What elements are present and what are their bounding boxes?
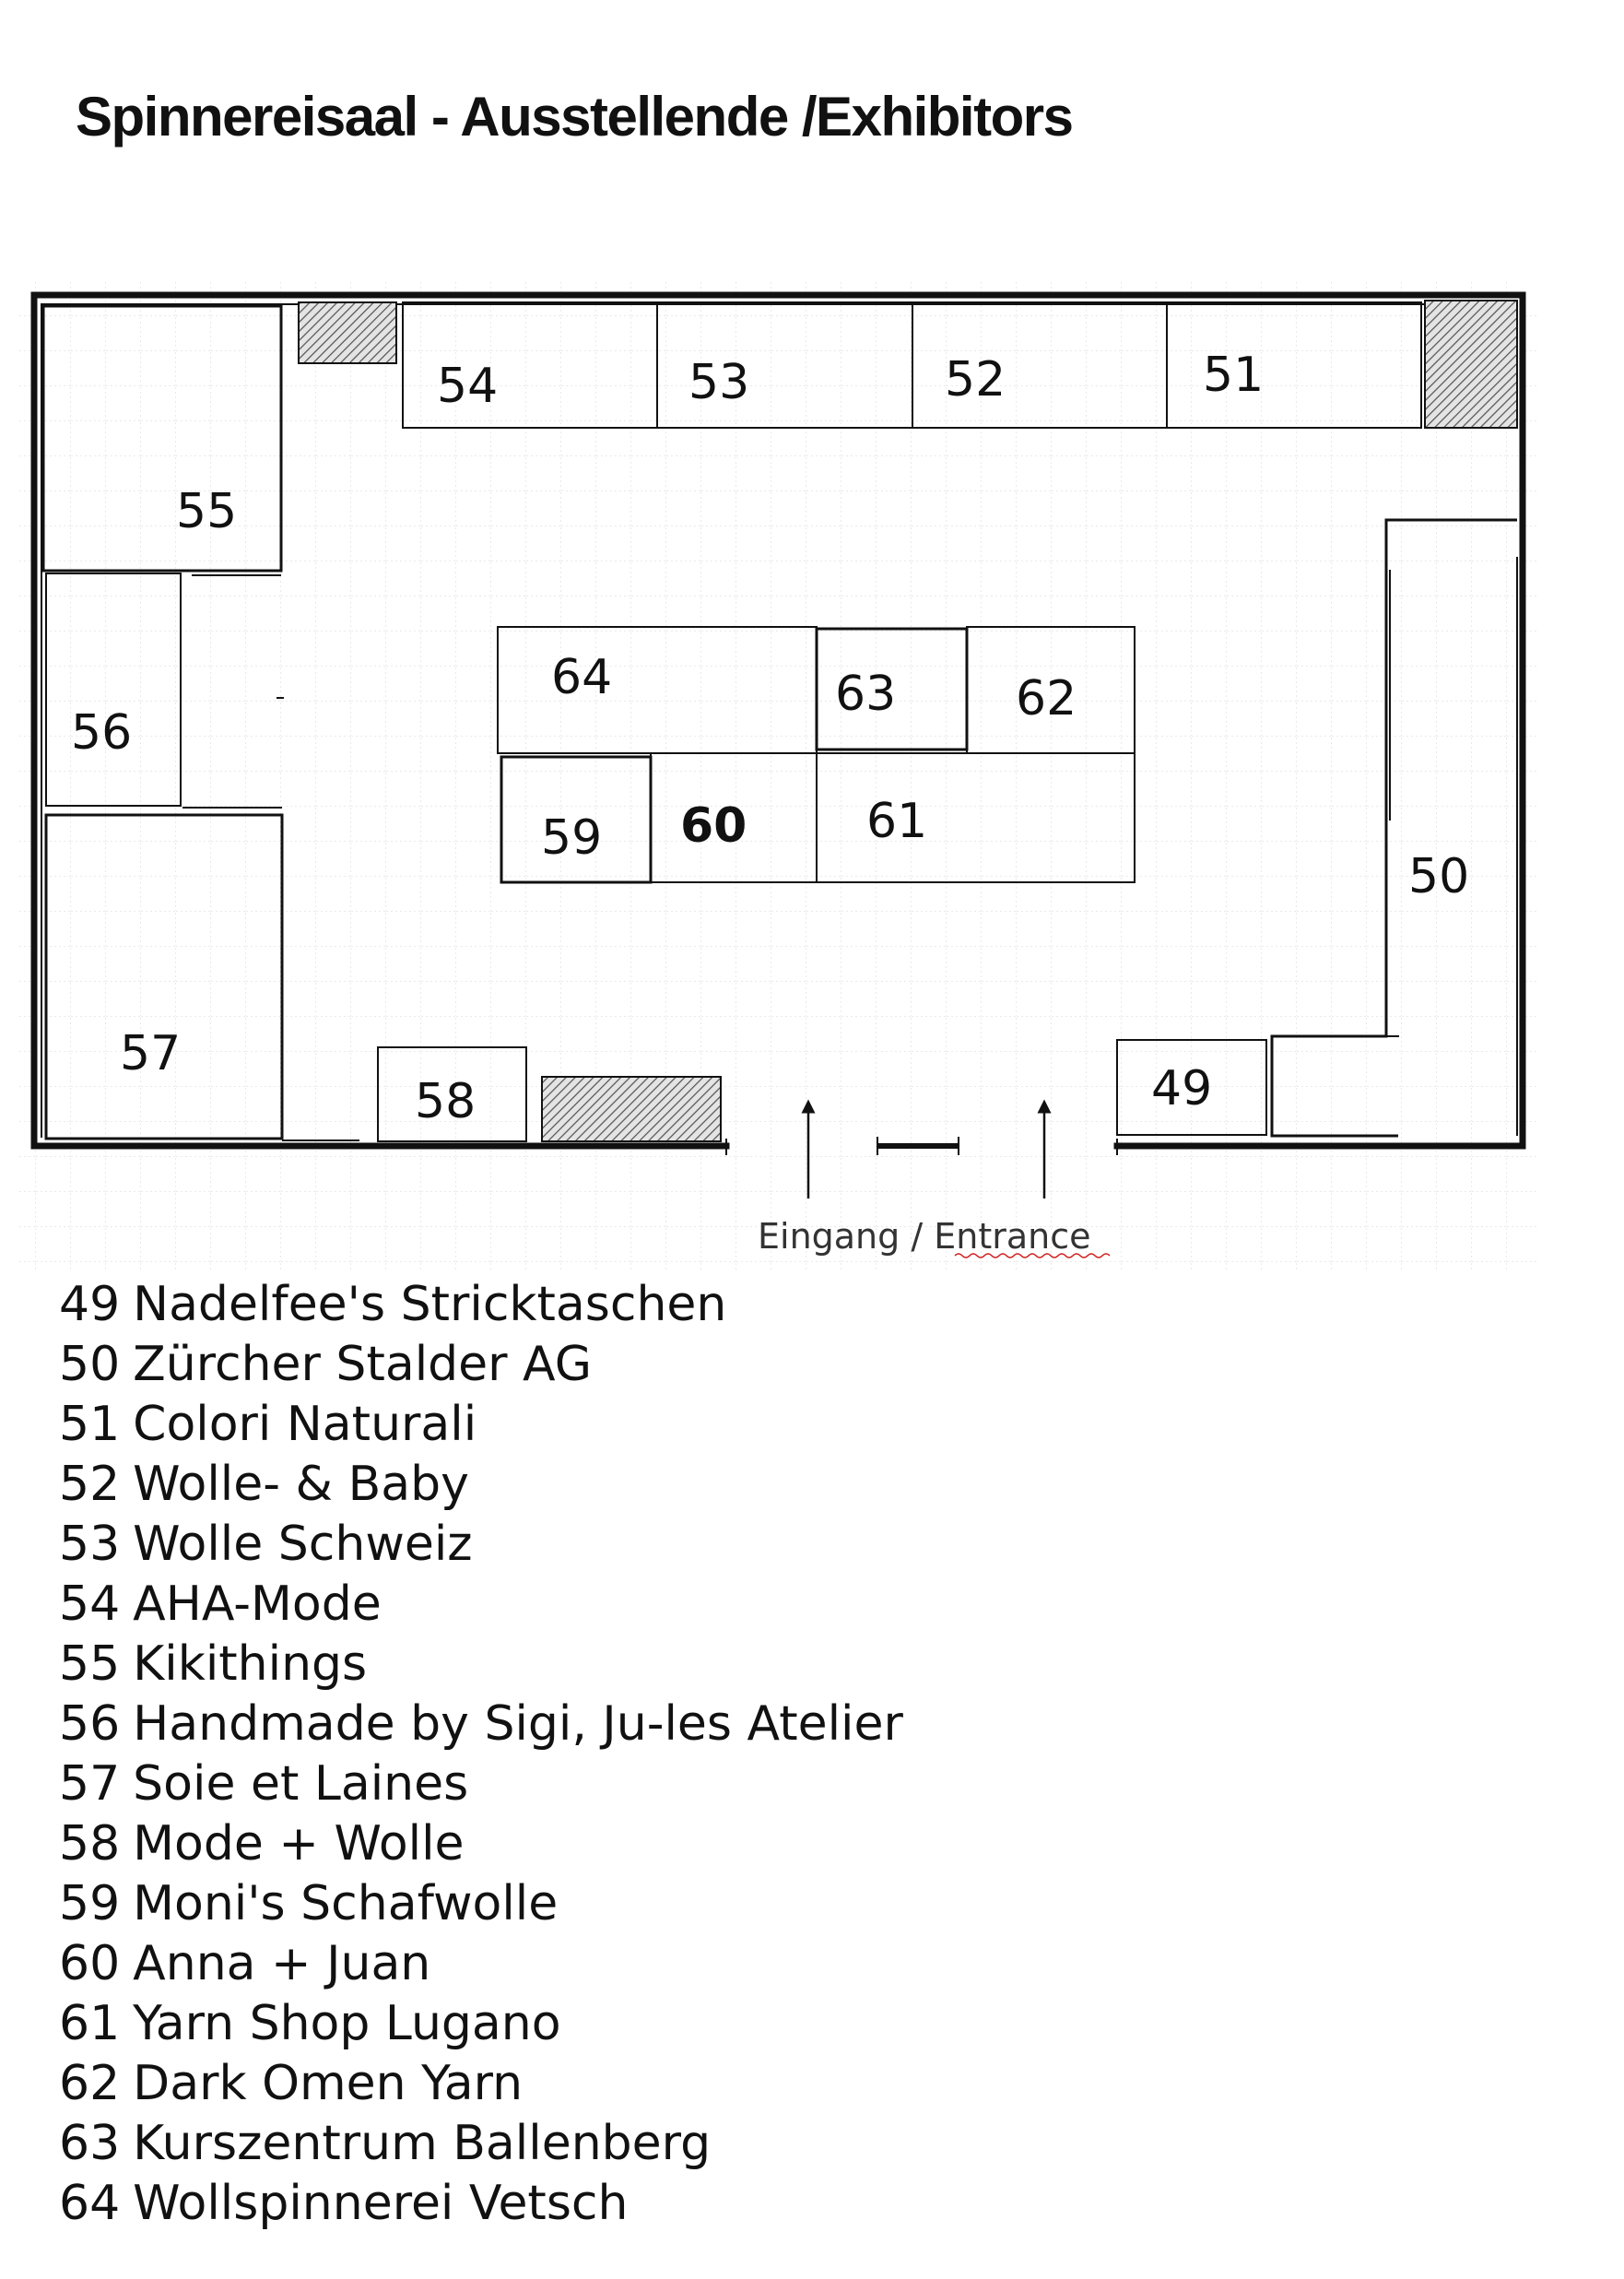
booth-label-49: 49 (1151, 1061, 1212, 1116)
exhibitor-number: 53 (59, 1517, 121, 1572)
exhibitor-number: 58 (59, 1816, 121, 1872)
exhibitor-number: 59 (59, 1876, 121, 1931)
booth-label-51: 51 (1203, 348, 1264, 403)
exhibitor-name: Colori Naturali (133, 1397, 477, 1452)
booth-label-57: 57 (120, 1026, 181, 1081)
exhibitor-number: 50 (59, 1337, 121, 1392)
exhibitor-number: 56 (59, 1696, 121, 1752)
exhibitor-name: Mode + Wolle (133, 1816, 465, 1872)
exhibitor-number: 60 (59, 1936, 121, 1991)
booth-label-60: 60 (680, 798, 747, 854)
pillar-top-right (1424, 300, 1518, 429)
booth-61[interactable] (816, 752, 1136, 883)
exhibitor-number: 51 (59, 1397, 121, 1452)
booth-labels: 54 53 52 51 55 56 57 64 63 62 59 60 61 5… (71, 348, 1469, 1129)
exhibitor-name: Wolle- & Baby (133, 1457, 469, 1512)
booth-label-64: 64 (551, 650, 612, 705)
booth-label-61: 61 (866, 794, 927, 849)
exhibitor-name: AHA-Mode (133, 1576, 382, 1632)
exhibitor-name: Nadelfee's Stricktaschen (133, 1277, 727, 1332)
exhibitor-name: Handmade by Sigi, Ju-les Atelier (133, 1696, 903, 1752)
booth-label-55: 55 (176, 484, 237, 539)
exhibitor-number: 52 (59, 1457, 121, 1512)
exhibitor-number: 54 (59, 1576, 121, 1632)
entrance-label: Eingang / Entrance (758, 1216, 1090, 1257)
exhibitor-number: 57 (59, 1756, 121, 1812)
exhibitor-number: 49 (59, 1277, 121, 1332)
booth-56[interactable] (45, 573, 182, 807)
booth-51[interactable] (1166, 301, 1422, 429)
exhibitor-name: Yarn Shop Lugano (133, 1996, 561, 2051)
exhibitor-number: 63 (59, 2116, 121, 2171)
exhibitor-name: Zürcher Stalder AG (133, 1337, 593, 1392)
exhibitor-name: Kikithings (133, 1636, 368, 1692)
booth-label-62: 62 (1016, 671, 1077, 726)
spellcheck-squiggle (954, 1253, 1111, 1258)
booth-55[interactable] (41, 304, 283, 573)
hall-wall (30, 291, 1526, 1150)
exhibitor-number: 64 (59, 2176, 121, 2231)
pillar-top-left (298, 301, 397, 364)
exhibitor-name: Moni's Schafwolle (133, 1876, 559, 1931)
grid-background (18, 281, 1539, 1272)
booth-label-54: 54 (437, 359, 498, 414)
floor-plan: 54 53 52 51 55 56 57 64 63 62 59 60 61 5… (18, 281, 1539, 1272)
exhibitor-name: Wollspinnerei Vetsch (133, 2176, 629, 2231)
booth-label-63: 63 (835, 667, 896, 722)
booth-label-58: 58 (415, 1074, 476, 1129)
booth-49[interactable] (1116, 1039, 1267, 1136)
page-title: Spinnereisaal - Ausstellende /Exhibitors (76, 86, 1074, 148)
exhibitor-number: 61 (59, 1996, 121, 2051)
exhibitor-name: Soie et Laines (133, 1756, 469, 1812)
exhibitor-name: Anna + Juan (133, 1936, 431, 1991)
pillar-bottom (541, 1076, 722, 1142)
entrance-arrows (801, 1099, 1052, 1199)
entrance-doors (725, 1137, 1118, 1155)
booth-label-52: 52 (945, 352, 1006, 407)
exhibitor-number: 55 (59, 1636, 121, 1692)
booth-label-59: 59 (541, 810, 602, 866)
booth-label-50: 50 (1408, 849, 1469, 904)
left-aisle-marks (182, 574, 359, 1141)
exhibitor-name: Wolle Schweiz (133, 1517, 473, 1572)
booth-label-53: 53 (688, 355, 749, 410)
exhibitor-name: Dark Omen Yarn (133, 2056, 524, 2111)
booth-57[interactable] (44, 813, 284, 1140)
exhibitor-name: Kurszentrum Ballenberg (133, 2116, 712, 2171)
booth-label-56: 56 (71, 705, 132, 761)
booth-50[interactable] (1270, 518, 1518, 1138)
exhibitor-number: 62 (59, 2056, 121, 2111)
booth-58[interactable] (377, 1046, 527, 1142)
